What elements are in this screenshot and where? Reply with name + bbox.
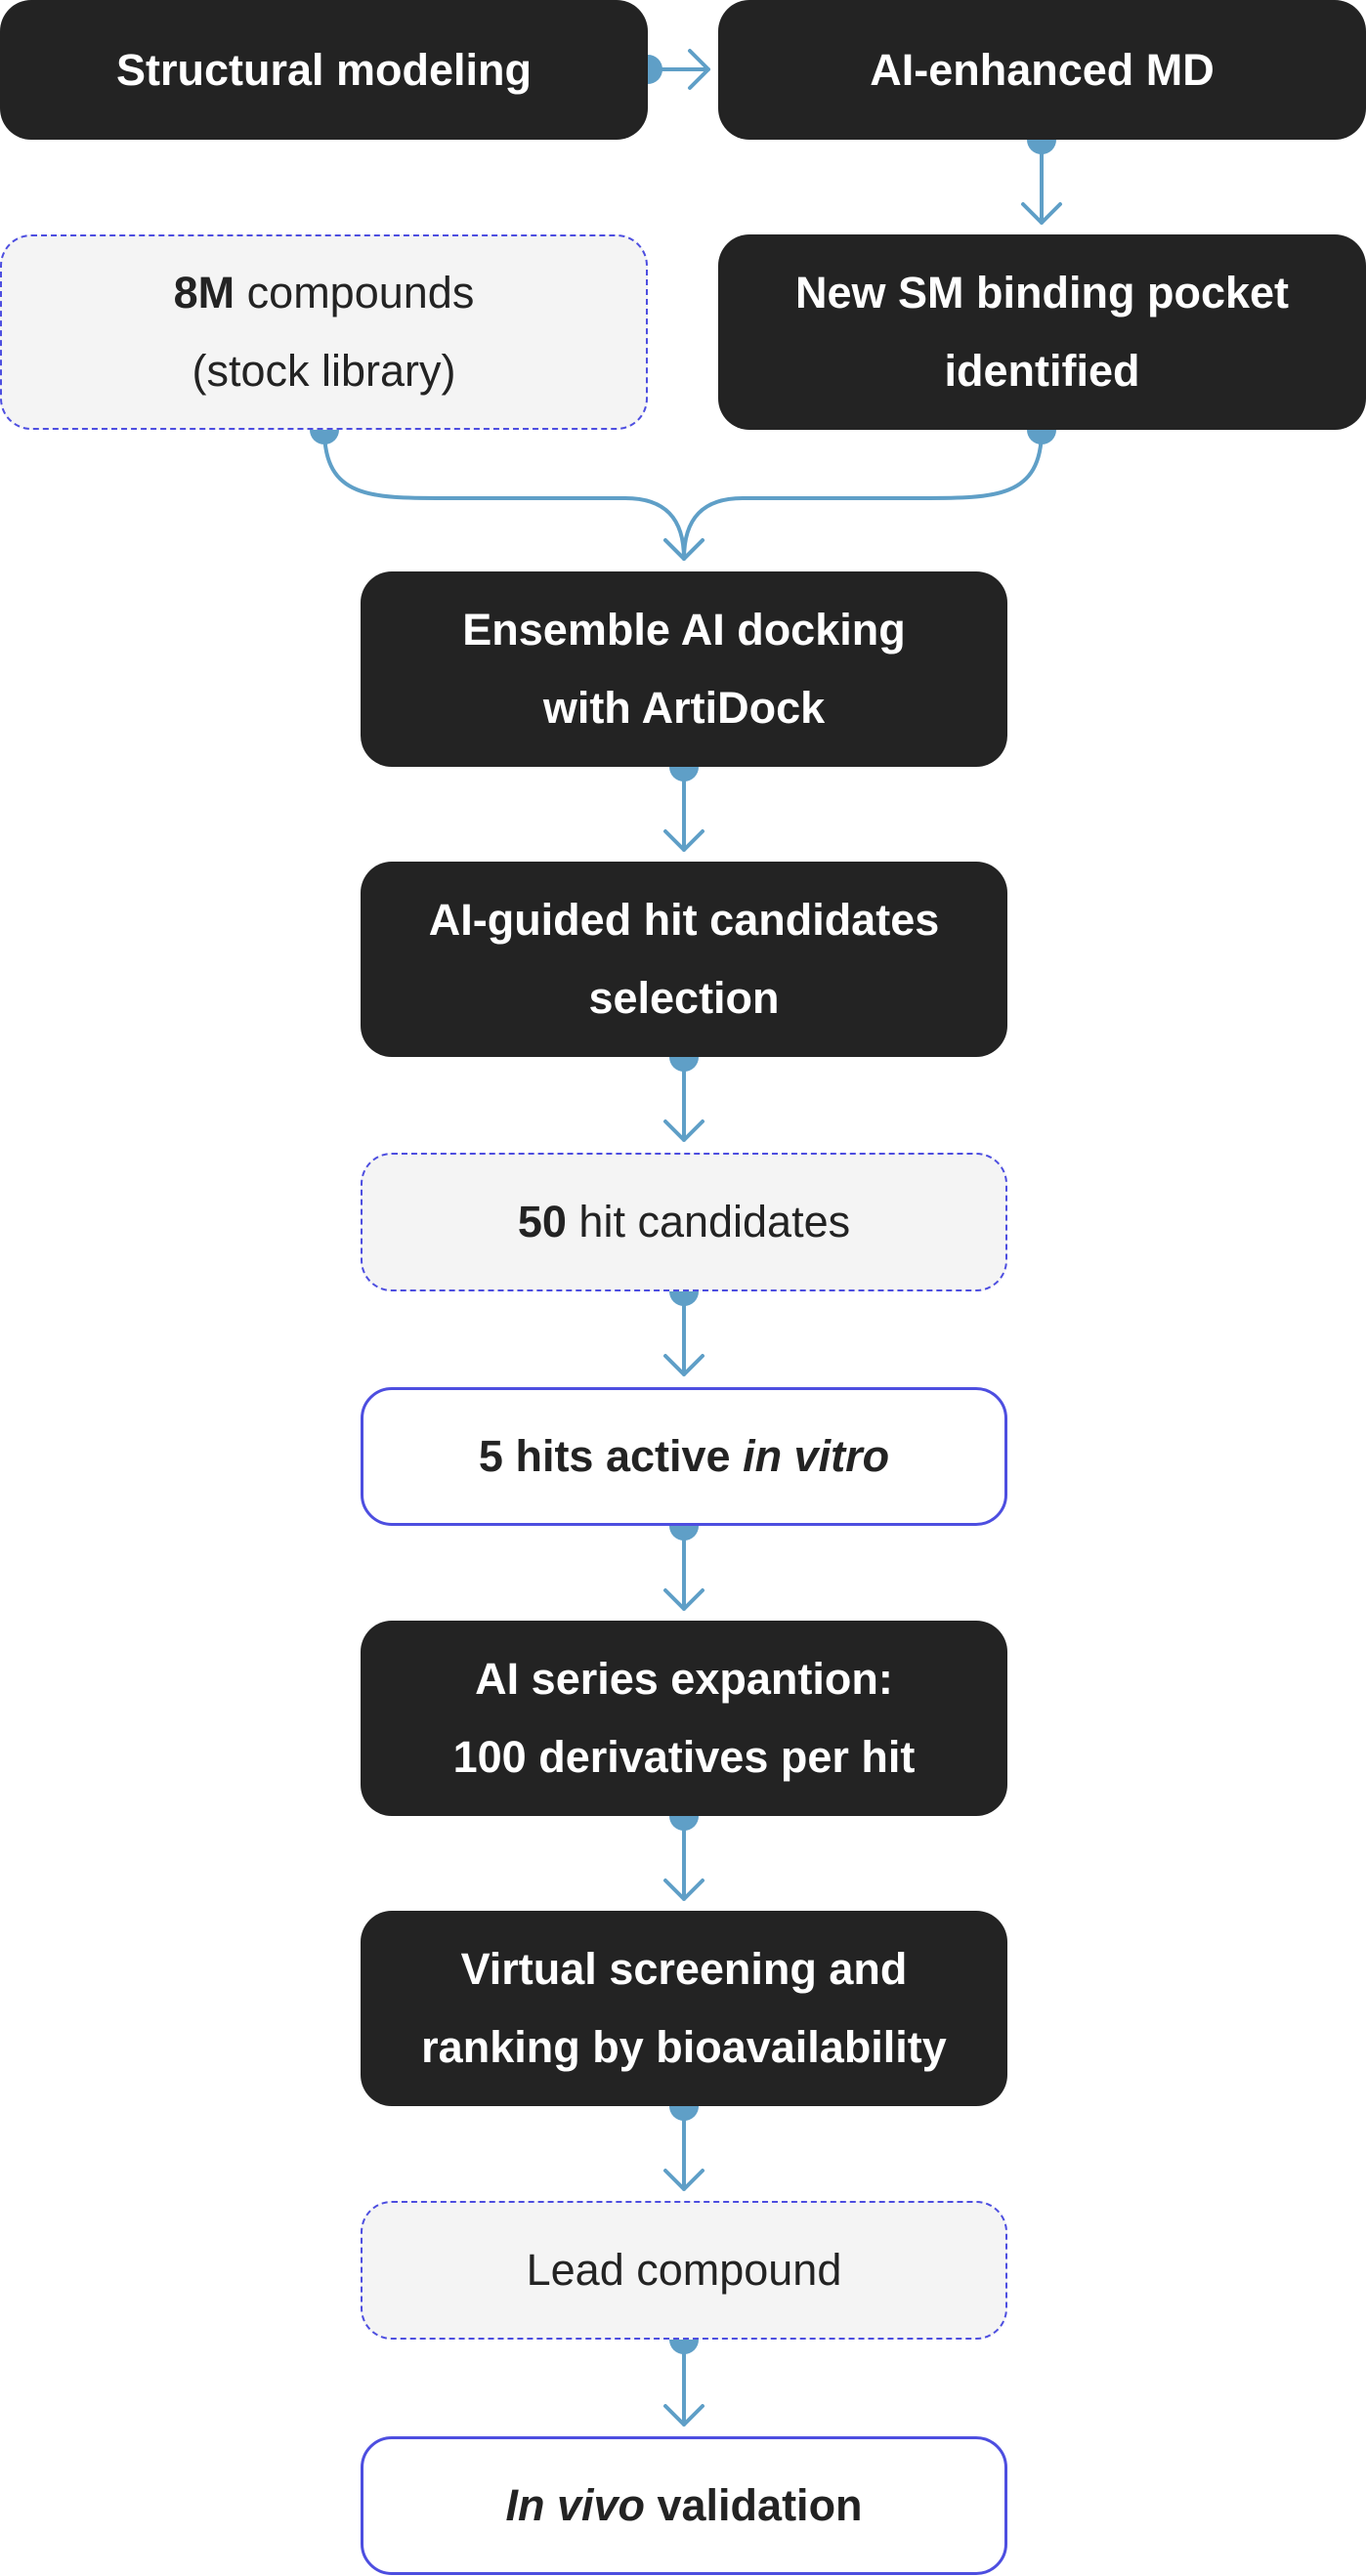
structural-modeling-label: Structural modeling <box>115 44 533 95</box>
lead-compound-node: Lead compound <box>361 2201 1007 2340</box>
ensemble-docking-node: Ensemble AI docking with ArtiDock <box>361 571 1007 767</box>
compound-count: 8M <box>173 268 235 317</box>
hits-active-emphasis: in vitro <box>743 1431 890 1481</box>
binding-pocket-line-2: identified <box>944 346 1140 396</box>
compound-text: compounds <box>235 268 475 317</box>
in-vivo-node: In vivo validation <box>361 2436 1007 2575</box>
ai-enhanced-md-label: AI-enhanced MD <box>870 44 1215 95</box>
series-expansion-line-2: 100 derivatives per hit <box>452 1732 916 1782</box>
binding-pocket-node: New SM binding pocket identified <box>718 234 1366 430</box>
structural-modeling-node: Structural modeling <box>0 0 648 140</box>
ensemble-docking-line-2: with ArtiDock <box>542 683 826 733</box>
lead-compound-label: Lead compound <box>526 2245 842 2295</box>
stock-library-node: 8M compounds (stock library) <box>0 234 648 430</box>
connector-pocket-to-docking <box>663 428 1044 561</box>
hit-selection-node: AI-guided hit candidates selection <box>361 862 1007 1057</box>
series-expansion-node: AI series expantion: 100 derivatives per… <box>361 1621 1007 1816</box>
hit-selection-line-1: AI-guided hit candidates <box>428 895 940 945</box>
virtual-screening-line-2: ranking by bioavailability <box>421 2022 947 2072</box>
virtual-screening-node: Virtual screening and ranking by bioavai… <box>361 1911 1007 2106</box>
hit-candidates-text: hit candidates <box>566 1197 851 1246</box>
hits-active-node: 5 hits active in vitro <box>361 1387 1007 1526</box>
stock-library-line-1: 8M compounds <box>174 254 475 332</box>
hit-candidates-count: 50 <box>517 1197 567 1246</box>
ai-enhanced-md-node: AI-enhanced MD <box>718 0 1366 140</box>
connector-library-to-docking <box>322 428 704 561</box>
in-vivo-text: validation <box>645 2480 863 2530</box>
in-vivo-emphasis: In vivo <box>505 2480 645 2530</box>
hit-selection-line-2: selection <box>588 973 780 1023</box>
hits-active-text: 5 hits active <box>478 1431 744 1481</box>
stock-library-line-2: (stock library) <box>192 346 456 396</box>
binding-pocket-line-1: New SM binding pocket <box>794 268 1290 317</box>
series-expansion-line-1: AI series expantion: <box>475 1654 893 1704</box>
ensemble-docking-line-1: Ensemble AI docking <box>462 605 906 655</box>
virtual-screening-line-1: Virtual screening and <box>460 1944 908 1994</box>
hit-candidates-node: 50 hit candidates <box>361 1153 1007 1291</box>
